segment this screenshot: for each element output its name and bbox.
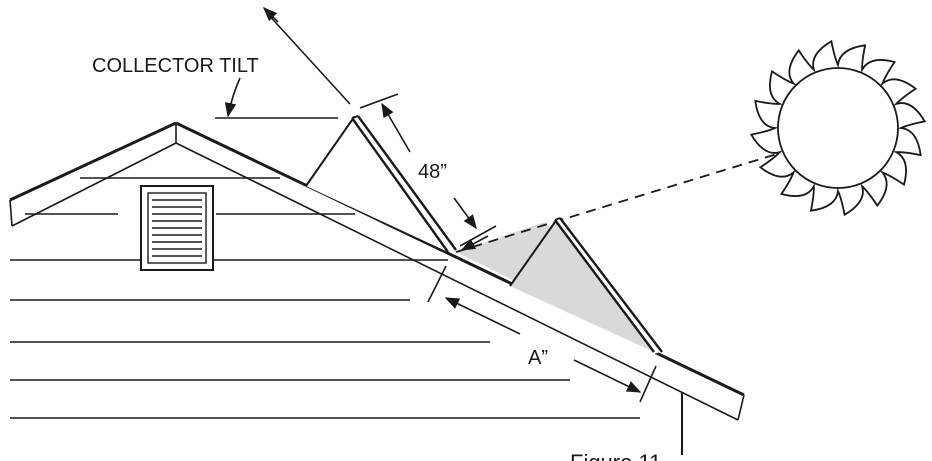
figure-caption: Figure 11 <box>570 450 661 461</box>
solar-collector-upper <box>305 115 457 253</box>
panel-length-label: 48” <box>418 161 447 183</box>
solar-collector-lower <box>509 217 663 354</box>
gable-vent-icon <box>140 185 214 271</box>
collector-tilt-label: COLLECTOR TILT <box>92 55 259 77</box>
sun-disc <box>777 67 899 189</box>
house-siding <box>10 177 640 419</box>
sun-icon <box>749 39 927 217</box>
sun-ray <box>455 149 791 253</box>
collector-spacing-dimension <box>427 265 657 403</box>
spacing-label: A” <box>528 347 548 369</box>
collector-tilt-dimension <box>215 6 351 119</box>
panel-length-dimension <box>359 93 497 251</box>
